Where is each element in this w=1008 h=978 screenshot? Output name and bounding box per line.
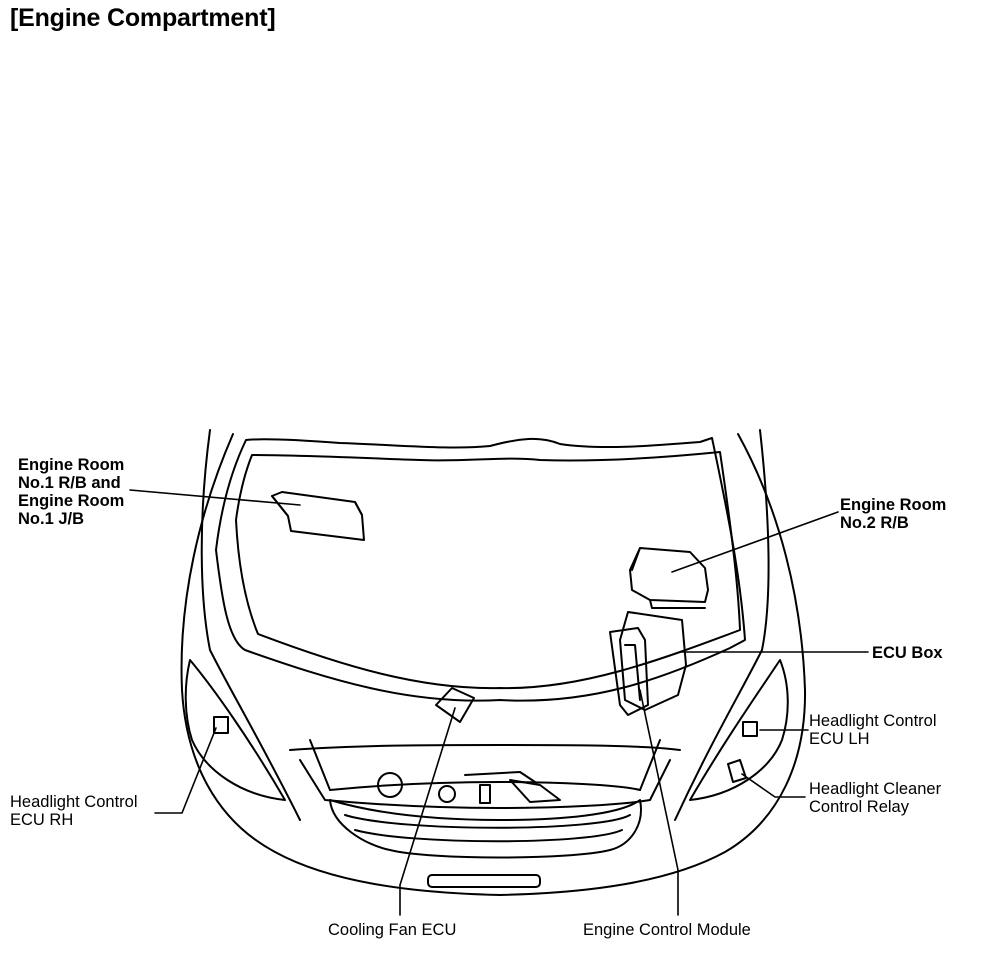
headlight-lh-outline xyxy=(689,659,789,801)
label-engine-room-no1: Engine Room No.1 R/B and Engine Room No.… xyxy=(18,456,125,528)
ecu-box xyxy=(619,611,687,711)
cooling-fan-ecu xyxy=(435,687,475,723)
leader-er2 xyxy=(671,511,839,573)
hl-ecu-rh xyxy=(213,716,229,734)
leader-ecm xyxy=(639,689,679,916)
er1-relay-box xyxy=(271,491,365,541)
label-headlight-control-ecu-rh: Headlight Control ECU RH xyxy=(10,793,138,829)
hood-outline xyxy=(215,437,746,702)
label-ecu-box: ECU Box xyxy=(872,644,943,662)
hl-ecu-lh xyxy=(742,721,758,737)
label-engine-room-no2: Engine Room No.2 R/B xyxy=(840,496,947,532)
outer-body-outline xyxy=(180,433,807,896)
leader-hl-rh xyxy=(154,727,217,814)
leader-er1 xyxy=(129,489,301,506)
label-headlight-cleaner-relay: Headlight Cleaner Control Relay xyxy=(809,780,942,816)
headlight-rh-outline xyxy=(184,659,286,801)
hood-inner xyxy=(235,451,741,690)
grille xyxy=(329,799,642,859)
label-cooling-fan-ecu: Cooling Fan ECU xyxy=(328,921,457,939)
page-title: [Engine Compartment] xyxy=(10,4,276,32)
label-headlight-control-ecu-lh: Headlight Control ECU LH xyxy=(809,712,937,748)
label-engine-control-module: Engine Control Module xyxy=(583,921,751,939)
leader-cooling-fan xyxy=(399,707,456,916)
leader-hl-cleaner xyxy=(741,773,806,798)
hl-cleaner-relay xyxy=(727,759,747,783)
er2-relay-box xyxy=(629,547,709,603)
ecm-unit xyxy=(609,627,649,716)
